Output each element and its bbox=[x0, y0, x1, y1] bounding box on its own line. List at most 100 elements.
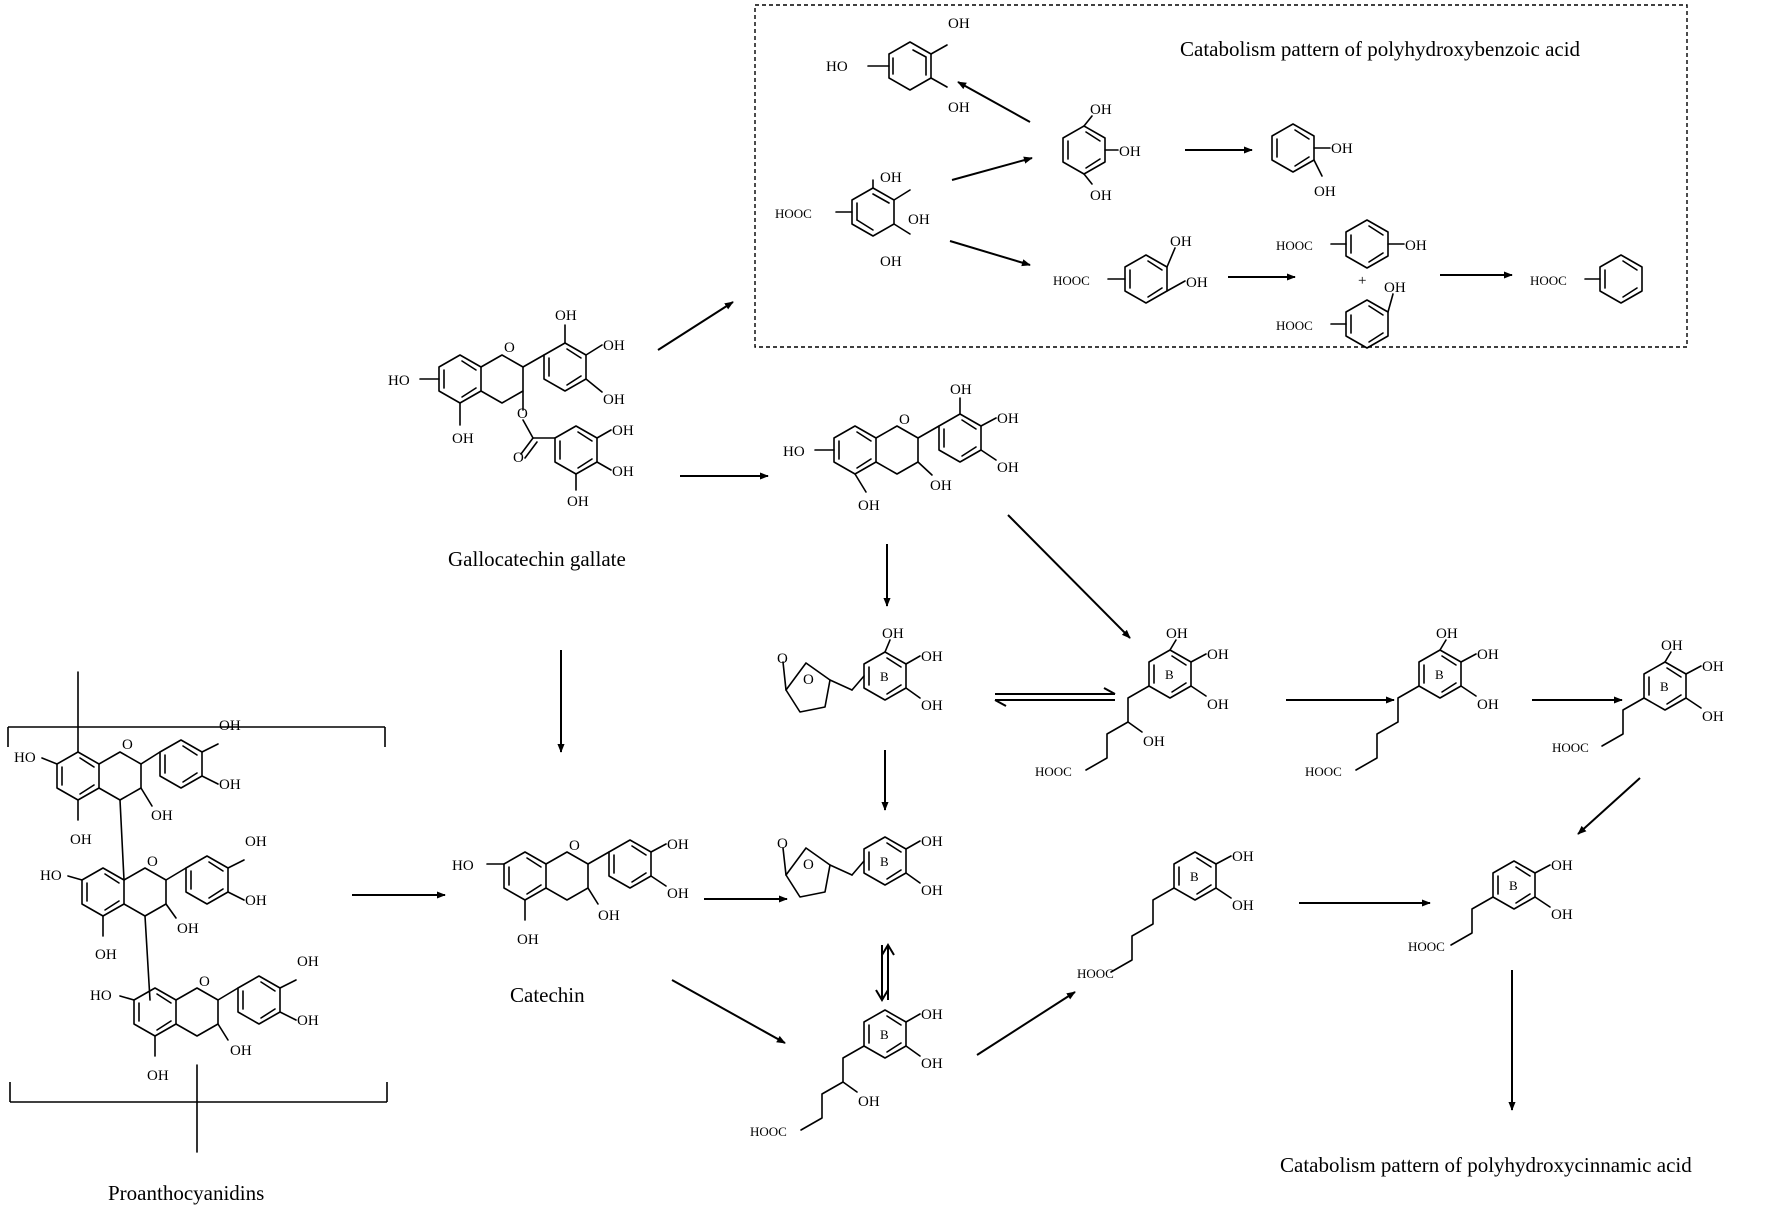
atom-label: OH bbox=[950, 382, 972, 398]
atom-label: OH bbox=[567, 494, 589, 510]
atom-label: OH bbox=[95, 947, 117, 963]
molecule-trihydroxyphenyl-propionic-acid: OH OH OH B HOOC bbox=[1552, 638, 1724, 755]
atom-label: O bbox=[803, 672, 814, 688]
molecule-3-hydroxybenzoic-acid: OH HOOC bbox=[1276, 280, 1406, 349]
atom-label: OH bbox=[880, 254, 902, 270]
pathway-arrows bbox=[352, 301, 1641, 1111]
atom-label: OH bbox=[177, 921, 199, 937]
atom-label: HO bbox=[40, 868, 62, 884]
atom-label: OH bbox=[948, 100, 970, 116]
atom-label: OH bbox=[219, 777, 241, 793]
atom-label: HO bbox=[783, 444, 805, 460]
molecule-trihydroxyphenyl-valerolactone: O O B OH OH OH bbox=[777, 626, 943, 714]
atom-label: OH bbox=[1119, 144, 1141, 160]
atom-label: OH bbox=[297, 954, 319, 970]
atom-label: OH bbox=[603, 392, 625, 408]
atom-label: OH bbox=[921, 1056, 943, 1072]
atom-label: OH bbox=[1232, 898, 1254, 914]
atom-label: OH bbox=[667, 886, 689, 902]
atom-label: OH bbox=[612, 464, 634, 480]
molecule-benzoic-acid: HOOC bbox=[1530, 254, 1643, 304]
atom-label: OH bbox=[1551, 858, 1573, 874]
atom-label: OH bbox=[921, 698, 943, 714]
atom-label: HO bbox=[90, 988, 112, 1004]
atom-label: OH bbox=[1436, 626, 1458, 642]
atom-label: HOOC bbox=[1530, 273, 1567, 288]
atom-label: OH bbox=[1090, 102, 1112, 118]
atom-label: OH bbox=[921, 883, 943, 899]
catechin-label: Catechin bbox=[510, 983, 585, 1007]
atom-label: O bbox=[122, 737, 133, 753]
atom-label: OH bbox=[997, 460, 1019, 476]
atom-label: OH bbox=[667, 837, 689, 853]
plus-sign: + bbox=[1358, 273, 1366, 289]
atom-label: O bbox=[569, 838, 580, 854]
molecule-gallocatechin: O HO OH OH OH OH OH bbox=[783, 382, 1019, 514]
atom-label: B bbox=[1660, 679, 1669, 694]
atom-label: O bbox=[199, 974, 210, 990]
atom-label: HOOC bbox=[1552, 740, 1589, 755]
atom-label: HOOC bbox=[1077, 966, 1114, 981]
atom-label: B bbox=[1509, 878, 1518, 893]
atom-label: O bbox=[803, 857, 814, 873]
atom-label: OH bbox=[948, 16, 970, 32]
molecule-trihydroxyphenyl-valeric-acid: OH OH OH B HOOC bbox=[1305, 626, 1499, 779]
box-arrows bbox=[949, 81, 1513, 281]
molecule-pyrogallol: OH OH OH bbox=[1062, 102, 1141, 204]
atom-label: OH bbox=[908, 212, 930, 228]
atom-label: OH bbox=[1477, 647, 1499, 663]
atom-label: OH bbox=[997, 411, 1019, 427]
atom-label: HO bbox=[452, 858, 474, 874]
atom-label: B bbox=[880, 854, 889, 869]
molecule-protocatechuic-acid: OH OH HOOC bbox=[1053, 234, 1208, 304]
atom-label: OH bbox=[1331, 141, 1353, 157]
molecule-proanthocyanidins: O HO OH OH OH OH O HO OH OH OH OH bbox=[7, 671, 388, 1153]
atom-label: HO bbox=[14, 750, 36, 766]
atom-label: O bbox=[777, 836, 788, 852]
atom-label: OH bbox=[1186, 275, 1208, 291]
atom-label: OH bbox=[1384, 280, 1406, 296]
atom-label: OH bbox=[598, 908, 620, 924]
atom-label: OH bbox=[1702, 659, 1724, 675]
molecule-dihydroxyphenyl-valeric-acid: OH OH B HOOC bbox=[1077, 849, 1254, 981]
atom-label: HOOC bbox=[1276, 318, 1313, 333]
atom-label: OH bbox=[1477, 697, 1499, 713]
atom-label: OH bbox=[555, 308, 577, 324]
atom-label: OH bbox=[230, 1043, 252, 1059]
atom-label: OH bbox=[1090, 188, 1112, 204]
atom-label: OH bbox=[517, 932, 539, 948]
molecule-gallocatechin-gallate: O O O HO OH OH OH OH OH OH OH bbox=[388, 308, 634, 510]
molecule-dihydroxyphenyl-hydroxyvaleric-acid: OH OH OH B HOOC bbox=[750, 1007, 943, 1139]
atom-label: B bbox=[880, 1027, 889, 1042]
atom-label: OH bbox=[921, 1007, 943, 1023]
atom-label: OH bbox=[452, 431, 474, 447]
atom-label: B bbox=[1435, 667, 1444, 682]
molecule-phloroglucinol: OH OH HO bbox=[826, 16, 970, 116]
atom-label: O bbox=[147, 854, 158, 870]
atom-label: OH bbox=[880, 170, 902, 186]
atom-label: OH bbox=[1702, 709, 1724, 725]
atom-label: OH bbox=[1207, 647, 1229, 663]
atom-label: B bbox=[1165, 667, 1174, 682]
atom-label: OH bbox=[1166, 626, 1188, 642]
atom-label: HO bbox=[826, 59, 848, 75]
molecule-dihydroxyphenyl-propionic-acid: OH OH B HOOC bbox=[1408, 858, 1573, 954]
atom-label: HOOC bbox=[750, 1124, 787, 1139]
molecule-catechin: O HO OH OH OH OH bbox=[452, 837, 689, 948]
hydroxycinnamic-label: Catabolism pattern of polyhydroxycinnami… bbox=[1280, 1153, 1692, 1177]
atom-label: HOOC bbox=[1276, 238, 1313, 253]
hydroxybenzoic-title: Catabolism pattern of polyhydroxybenzoic… bbox=[1180, 37, 1581, 61]
atom-label: OH bbox=[1207, 697, 1229, 713]
molecule-catechol: OH OH bbox=[1271, 123, 1353, 200]
molecule-4-hydroxybenzoic-acid: OH HOOC bbox=[1276, 219, 1427, 269]
atom-label: OH bbox=[151, 808, 173, 824]
atom-label: O bbox=[504, 340, 515, 356]
atom-label: O bbox=[777, 651, 788, 667]
atom-label: OH bbox=[882, 626, 904, 642]
atom-label: O bbox=[517, 406, 528, 422]
atom-label: OH bbox=[297, 1013, 319, 1029]
atom-label: OH bbox=[1405, 238, 1427, 254]
atom-label: O bbox=[513, 450, 524, 466]
molecule-dihydroxyphenyl-valerolactone: O O B OH OH bbox=[777, 834, 943, 899]
